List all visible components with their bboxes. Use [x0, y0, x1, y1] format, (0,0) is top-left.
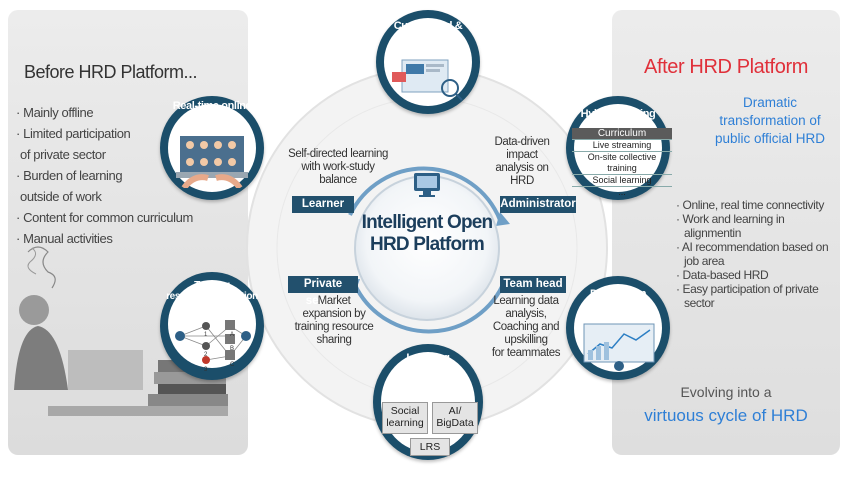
training-resource-caption: Training resource distribution & matchin…	[166, 280, 258, 313]
after-title: After HRD Platform	[644, 56, 808, 78]
administrator-text: Data-driven impact analysis on HRD	[480, 136, 564, 188]
team-head-tag: Team head	[500, 276, 566, 293]
after-subtitle-line: Dramatic	[742, 95, 797, 110]
team-head-text-line: upskilling	[504, 334, 548, 346]
after-item: · Work and learning in alignmentin	[676, 212, 785, 240]
before-list: · Mainly offline · Limited participation…	[16, 102, 244, 249]
team-head-text-line: Learning data	[493, 295, 559, 307]
matching-label: 3	[204, 367, 208, 373]
before-item: · Manual activities	[16, 231, 113, 246]
hub-title-line-2: HRD Platform	[370, 234, 485, 255]
after-item: · Easy participation of private sector	[676, 282, 819, 310]
hub-title: Intelligent Open HRD Platform	[357, 212, 497, 256]
matching-label: A	[230, 332, 235, 338]
after-list: · Online, real time connectivity · Work …	[676, 198, 842, 310]
team-head-text-line: analysis,	[505, 308, 547, 320]
hybrid-list-item: Live streaming	[572, 140, 672, 152]
hybrid-list-item: Curriculum	[572, 128, 672, 140]
after-subtitle-line: public official HRD	[714, 131, 826, 146]
lxp-box-ai-bigdata: AI/ BigData	[432, 402, 478, 434]
hybrid-learning-list: Curriculum Live streaming On-site collec…	[572, 128, 672, 198]
learner-text-line: with work-study	[301, 161, 375, 173]
before-item: · Mainly offline	[16, 105, 94, 120]
learner-text-line: balance	[319, 174, 357, 186]
after-item: · AI recommendation based on job area	[676, 240, 829, 268]
matching-label: 1	[204, 332, 208, 338]
customized-service-node: Customized & personalized service	[376, 10, 480, 114]
prediction-node: Data-driven prediction	[566, 276, 670, 380]
lxp-box-lrs: LRS	[410, 438, 450, 456]
learner-text: Self-directed learning with work-study b…	[278, 148, 398, 187]
after-subtitle: Dramatic transformation of public offici…	[640, 94, 840, 148]
hybrid-learning-caption: Hybrid learning	[580, 108, 656, 120]
private-sector-text-line: sharing	[316, 334, 352, 346]
private-sector-text-line: training resource	[294, 321, 374, 333]
after-panel	[612, 10, 840, 455]
administrator-text-line: analysis on	[495, 162, 549, 174]
learner-text-line: Self-directed learning	[288, 148, 388, 160]
after-subtitle-line: transformation of	[719, 113, 821, 128]
before-item: · Burden of learning	[16, 168, 123, 183]
private-sector-text: Market expansion by training resource sh…	[284, 295, 384, 347]
before-title: Before HRD Platform...	[24, 62, 198, 82]
training-resource-node: Training resource distribution & matchin…	[160, 272, 264, 380]
realtime-training-caption: Real-time online training	[172, 100, 252, 124]
matching-label: 2	[204, 352, 208, 358]
personalized-screens-icon	[392, 59, 463, 101]
evolve-line-1: Evolving into a	[680, 384, 772, 400]
before-item: of private sector	[20, 147, 106, 162]
evolve-line-2: virtuous cycle of HRD	[644, 406, 808, 425]
administrator-tag: Administrator	[500, 196, 576, 213]
matching-label: B	[230, 346, 235, 352]
private-sector-tag: Private sector	[288, 276, 358, 307]
after-item: · Online, real time connectivity	[676, 198, 824, 212]
hybrid-list-item: ...	[618, 187, 626, 197]
team-head-text: Learning data analysis, Coaching and ups…	[478, 295, 574, 360]
private-sector-text-line: Market	[317, 295, 351, 307]
administrator-text-line: HRD	[510, 175, 534, 187]
team-head-text-line: for teammates	[491, 347, 561, 359]
administrator-text-line: impact	[506, 149, 538, 161]
hub-title-line-1: Intelligent Open	[361, 212, 494, 233]
before-item: outside of work	[20, 189, 102, 204]
before-item: · Limited participation	[16, 126, 131, 141]
learner-tag: Learner	[292, 196, 354, 213]
after-item: · Data-based HRD	[676, 268, 769, 282]
realtime-training-node: Real-time online training	[160, 96, 264, 200]
lxp-caption: Learning Experience Platform (LXP)	[392, 352, 464, 388]
hybrid-list-item: On-site collective training	[572, 152, 672, 175]
matching-network-icon	[175, 320, 251, 364]
lxp-box-social-learning: Social learning	[382, 402, 428, 434]
customized-service-caption: Customized & personalized service	[393, 20, 463, 56]
administrator-text-line: Data-driven	[494, 136, 550, 148]
computer-icon	[414, 173, 440, 197]
hybrid-learning-node: Hybrid learning	[566, 96, 670, 200]
analytics-dashboard-icon	[583, 323, 655, 371]
team-head-text-line: Coaching and	[492, 321, 560, 333]
private-sector-text-line: expansion by	[302, 308, 366, 320]
hybrid-list-item: Social learning	[572, 175, 672, 187]
before-item: · Content for common curriculum	[16, 210, 193, 225]
matching-label: C	[230, 362, 235, 368]
video-conference-icon	[176, 136, 248, 188]
prediction-caption: Data-driven prediction	[589, 288, 647, 312]
